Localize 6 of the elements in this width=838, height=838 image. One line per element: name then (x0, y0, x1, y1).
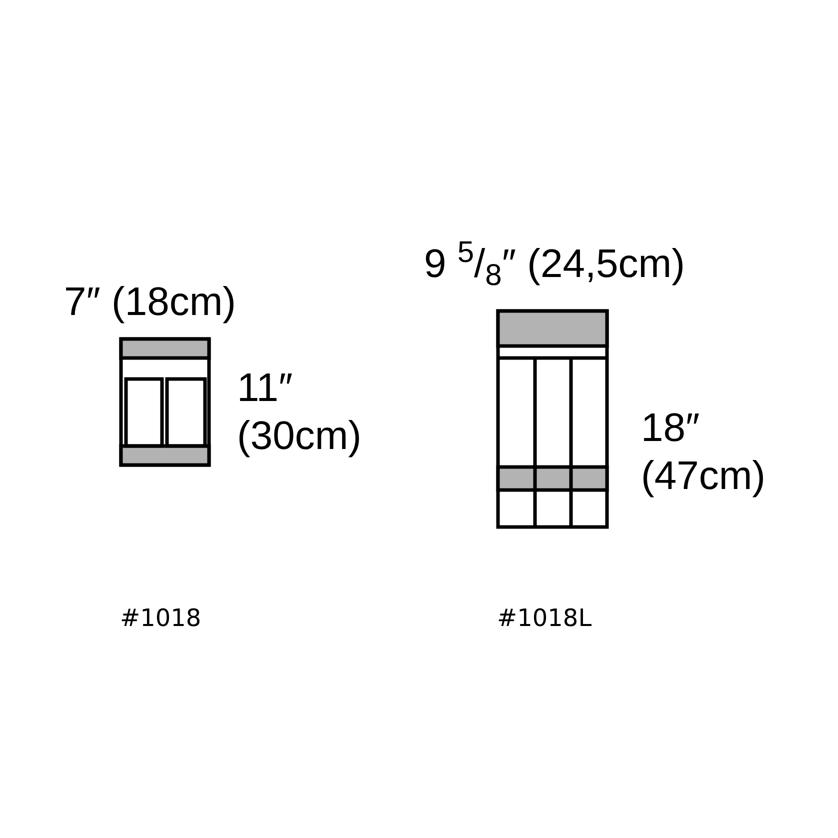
width-dimension: 7″ (18cm) (64, 280, 236, 324)
height-dimension: 11″ (30cm) (237, 366, 362, 458)
height-dimension: 18″ (47cm) (641, 406, 766, 498)
width-dimension: 9 $^{5}$/$_{8}$″ (24,5cm) (424, 242, 685, 286)
model-number: #1018 (120, 604, 202, 632)
model-number: #1018L (497, 604, 592, 632)
